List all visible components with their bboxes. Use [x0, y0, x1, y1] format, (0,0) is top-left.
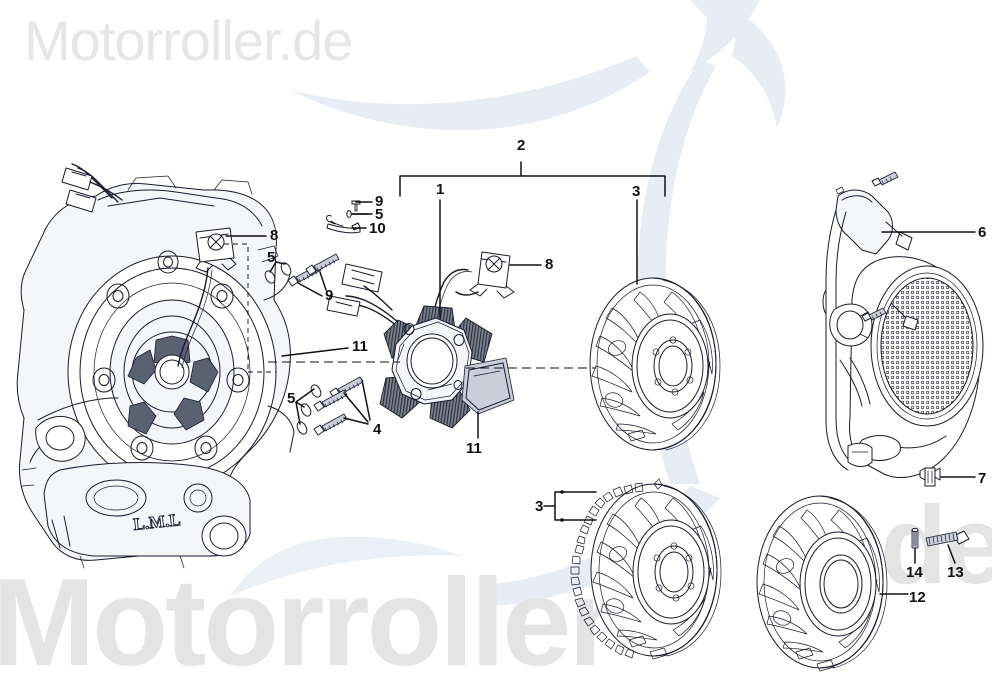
- callout-8-right: 8: [545, 256, 554, 273]
- callout-8-left: 8: [270, 227, 279, 244]
- nut-part: [919, 467, 941, 487]
- callout-13: 13: [947, 564, 964, 581]
- callout-4: 4: [373, 421, 382, 438]
- callout-1: 1: [436, 181, 445, 198]
- installed-stator: [127, 331, 219, 435]
- stator-harness: [326, 263, 403, 331]
- callout-3-top: 3: [632, 183, 641, 200]
- callout-7: 7: [978, 470, 987, 487]
- flywheel-fan-top: [589, 277, 721, 451]
- bolt: [313, 389, 348, 412]
- assembly-dashed-lines: [224, 243, 276, 373]
- callout-6: 6: [978, 224, 987, 241]
- flywheel-fan-ring-gear: [570, 478, 722, 660]
- hardware-cluster-upper: [264, 253, 340, 297]
- engine-case-assembly: L.M.L: [16, 163, 295, 569]
- callout-14: 14: [906, 564, 923, 581]
- pickup-coil-center: [455, 251, 515, 299]
- callout-12: 12: [909, 589, 926, 606]
- gear-teeth: [570, 482, 644, 659]
- bolt: [305, 253, 340, 276]
- callout-10: 10: [369, 220, 386, 237]
- bolt-part: [925, 530, 970, 547]
- stator-coils: [379, 305, 493, 429]
- callout-11-top: 11: [352, 338, 368, 355]
- hardware-cluster-lower: [295, 376, 371, 436]
- callout-9-left: 9: [325, 287, 334, 304]
- callout-5-left: 5: [267, 249, 276, 266]
- regulator-block: [461, 357, 515, 415]
- screw: [861, 307, 887, 322]
- fan-cover-shroud: [822, 171, 984, 478]
- callout-9-top: 9: [375, 193, 384, 210]
- bolt: [313, 413, 348, 436]
- callout-5-top: 5: [375, 206, 384, 223]
- callout-2: 2: [517, 137, 526, 154]
- stator-assembly: [326, 263, 515, 429]
- callout-3-bottom: 3: [535, 498, 544, 515]
- pin-part: [911, 527, 919, 549]
- wiring-harness-left: [61, 163, 123, 213]
- fan-wheel-plain: [756, 495, 888, 672]
- case-pickup-coil: [195, 227, 237, 273]
- callout-leaders: [225, 161, 976, 595]
- callout-11-bottom: 11: [466, 440, 482, 457]
- callout-5-bottom: 5: [287, 390, 296, 407]
- screw: [871, 171, 899, 187]
